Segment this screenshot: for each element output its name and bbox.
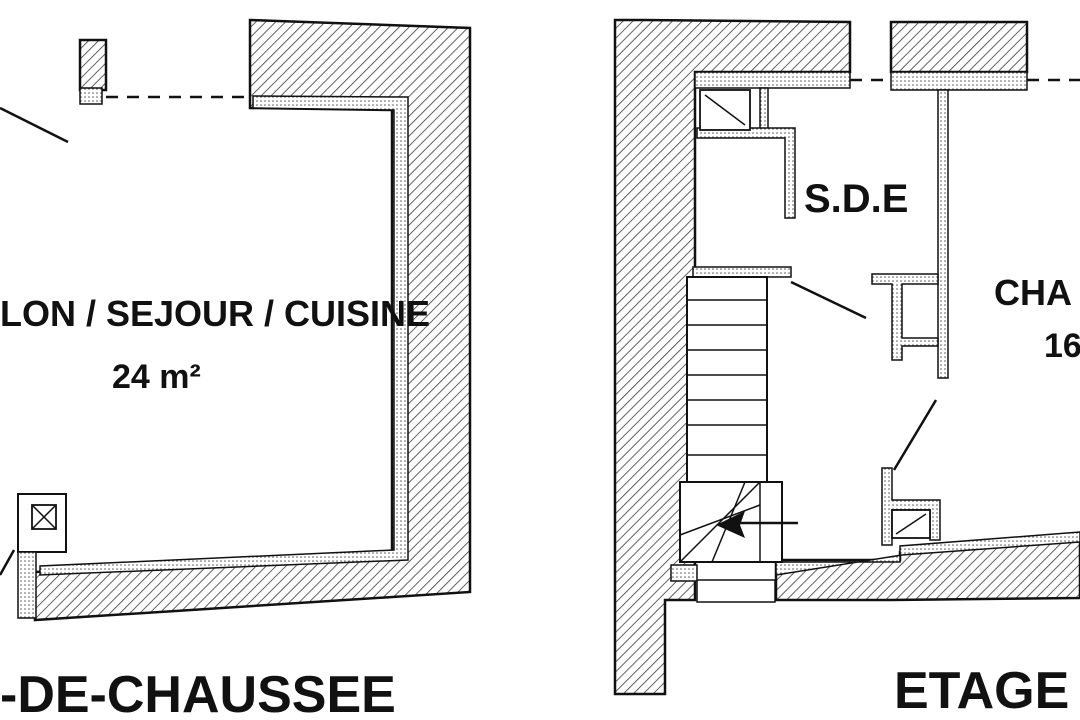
upper-outer-wall-left [613, 18, 852, 696]
upper-top-wall-right [889, 20, 1029, 74]
ground-wall-lining [39, 95, 409, 576]
upper-bathroom-name: S.D.E [804, 177, 908, 221]
upper-bedroom-area: 16 [1044, 327, 1080, 365]
upper-bedroom-name: CHA [994, 272, 1072, 313]
stair-winder [679, 504, 761, 536]
upper-floor-plan: S.D.E CHA 16 ETAGE [613, 18, 1080, 720]
upper-closet-wall [881, 467, 941, 546]
upper-wall-lining-top [694, 71, 851, 89]
ground-appliance-cross-b [31, 504, 57, 530]
ground-door-jamb [17, 551, 37, 619]
upper-corner-lining [670, 564, 698, 582]
ground-room-name: LON / SEJOUR / CUISINE [0, 293, 430, 334]
upper-bath-partition-b [696, 127, 796, 219]
ground-door-swing-2 [0, 549, 16, 576]
upper-bedroom-partition [871, 273, 939, 361]
upper-bath-partition-a [759, 87, 769, 131]
ground-pillar [78, 38, 108, 92]
upper-shower-diagonal [704, 94, 746, 126]
ground-door-swing [0, 106, 69, 144]
upper-door-swing-1 [790, 280, 867, 320]
upper-door-threshold [696, 579, 776, 603]
ground-floor-plan: LON / SEJOUR / CUISINE 24 m² -DE-CHAUSSE… [0, 18, 472, 720]
upper-stair-arrow-head [716, 511, 745, 538]
stair-winder [679, 481, 761, 563]
ground-room-area: 24 m² [112, 358, 201, 396]
upper-stair-wall [692, 266, 792, 278]
upper-bath-partition-c [937, 89, 949, 379]
upper-top-wall-right-lining [890, 71, 1028, 91]
ground-floor-label: -DE-CHAUSSEE [0, 666, 396, 720]
ground-pillar-base [79, 87, 103, 105]
stair-run [686, 276, 768, 488]
upper-wall-lining-bottom [775, 531, 1080, 576]
upper-door-swing-2 [892, 399, 938, 471]
upper-floor-label: ETAGE [894, 662, 1069, 720]
upper-closet-diagonal [895, 513, 927, 535]
